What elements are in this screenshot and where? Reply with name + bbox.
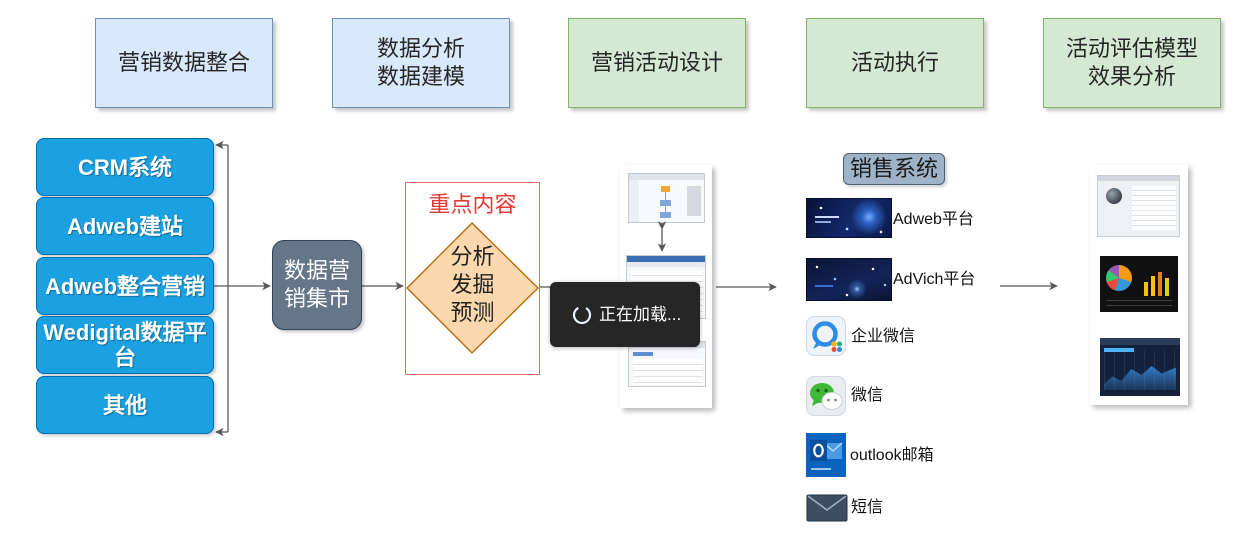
source-label: CRM系统 [77,154,173,180]
sms-envelope-icon [806,494,848,522]
analysis-decision-diamond [406,222,539,354]
stage-evaluation-analysis: 活动评估模型 效果分析 [1043,18,1221,108]
stage-label: 营销数据整合 [117,50,250,75]
stage-data-integration: 营销数据整合 [95,18,273,108]
evaluation-dashboards [1090,165,1188,405]
source-label-line-2: 台 [113,345,136,370]
stage-label: 活动执行 [850,50,939,75]
source-adweb-integrated-marketing: Adweb整合营销 [36,257,214,315]
source-crm: CRM系统 [36,138,214,196]
channel-adweb-platform: Adweb平台 [893,211,974,228]
stage-label-line-2: 数据建模 [376,64,465,89]
data-mart-label-line-2: 销集市 [283,286,350,311]
source-label-line-1: Wedigital数据平 [43,320,207,345]
wecom-icon [806,316,846,356]
stage-label: 营销活动设计 [590,50,723,75]
decision-text: 分析 发掘 预测 [406,243,539,327]
loading-toast: 正在加载... [550,282,700,347]
channel-wechat: 微信 [851,387,884,404]
source-label: Adweb建站 [66,213,184,239]
advich-platform-thumbnail [806,258,892,301]
stage-label-line-1: 数据分析 [376,36,465,61]
key-content-label: 重点内容 [428,192,517,217]
design-screenshot-detail [628,341,706,387]
wechat-icon [806,376,846,416]
source-adweb-site: Adweb建站 [36,197,214,255]
dashboard-thumbnail-overview [1097,175,1180,237]
decision-line-analyze: 分析 [450,244,495,269]
channel-advich-platform: AdVich平台 [893,271,976,288]
source-label: Adweb整合营销 [44,273,206,299]
data-mart-label-line-1: 数据营 [283,258,350,283]
decision-line-discover: 发掘 [450,272,495,297]
dashboard-thumbnail-pie-chart [1100,256,1178,312]
stage-label-line-1: 活动评估模型 [1065,36,1198,61]
spinner-icon [572,305,592,324]
adweb-platform-thumbnail [806,198,892,238]
stage-data-analysis-modeling: 数据分析 数据建模 [332,18,510,108]
channel-outlook-mail: outlook邮箱 [850,447,934,464]
sales-system-label: 销售系统 [843,153,945,185]
outlook-mail-icon [806,433,846,477]
design-screenshot-flow [628,173,705,223]
key-content-box: 重点内容 分析 发掘 预测 [405,182,540,375]
dashboard-thumbnail-trend [1100,338,1180,396]
source-other: 其他 [36,376,214,434]
marketing-data-mart: 数据营 销集市 [272,240,362,330]
channel-sms: 短信 [851,499,884,516]
loading-text: 正在加载... [599,304,682,324]
channel-wecom: 企业微信 [851,328,916,345]
stage-campaign-execution: 活动执行 [806,18,984,108]
source-label: 其他 [102,392,147,418]
stage-label-line-2: 效果分析 [1087,64,1176,89]
stage-campaign-design: 营销活动设计 [568,18,746,108]
decision-line-predict: 预测 [450,300,495,325]
source-wedigital-data-platform: Wedigital数据平 台 [36,316,214,374]
